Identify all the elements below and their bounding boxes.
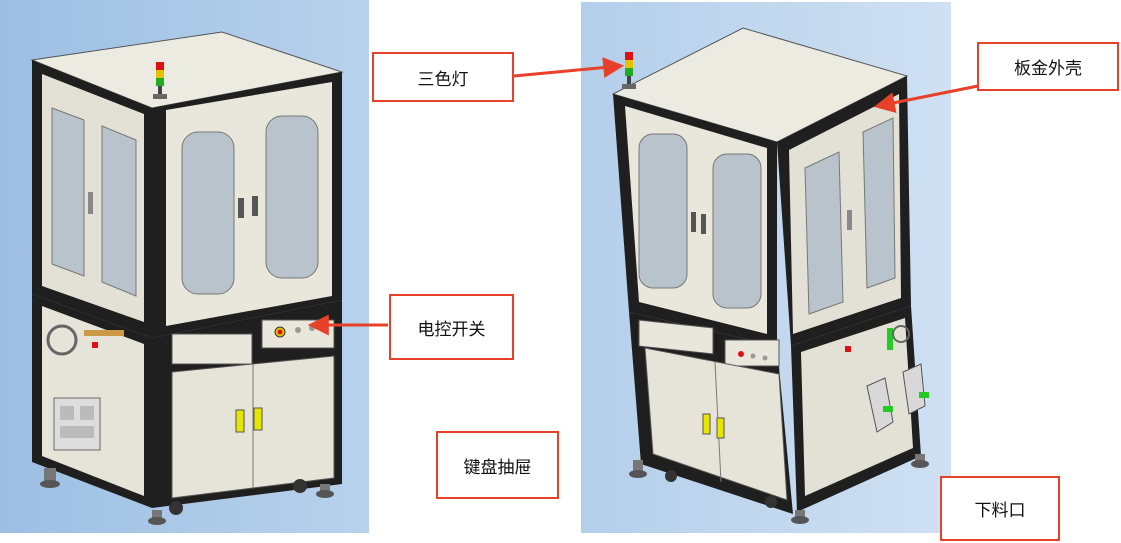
label-electric-switch: 电控开关 — [389, 294, 514, 360]
discharge-port-1 — [866, 377, 894, 433]
label-sheet-metal-shell: 板金外壳 — [977, 42, 1119, 91]
tricolor-light-left — [153, 62, 167, 99]
label-tricolor-light: 三色灯 — [372, 52, 514, 102]
machine-view-left — [0, 0, 369, 533]
machine-view-right — [581, 2, 951, 533]
label-keyboard-drawer: 键盘抽屉 — [436, 431, 559, 499]
discharge-port-2 — [902, 363, 929, 415]
tricolor-light-right — [622, 52, 636, 89]
label-discharge-port: 下料口 — [940, 476, 1060, 541]
